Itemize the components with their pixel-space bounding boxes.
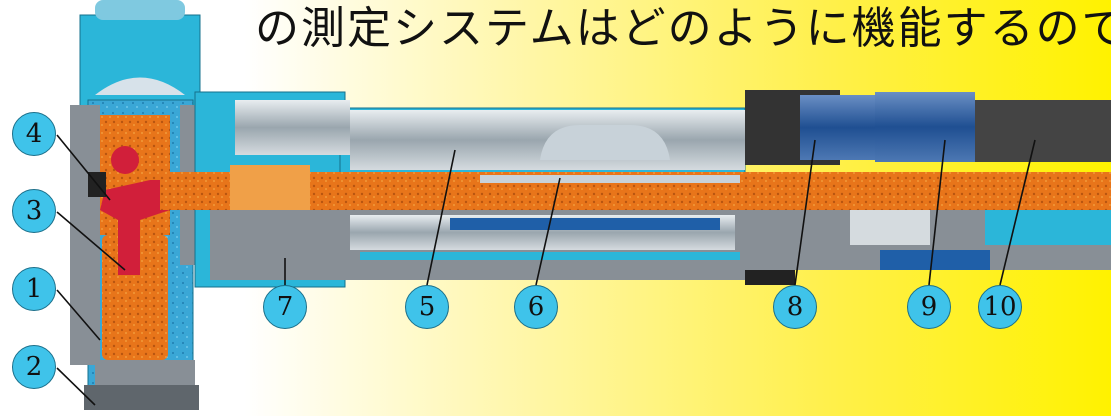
callout-3: 3 bbox=[12, 189, 56, 233]
right-assembly bbox=[745, 90, 1111, 285]
main-housing bbox=[194, 91, 750, 288]
callout-6: 6 bbox=[514, 285, 558, 329]
callout-1: 1 bbox=[12, 267, 56, 311]
callout-5: 5 bbox=[405, 285, 449, 329]
callout-4: 4 bbox=[12, 112, 56, 156]
callout-2: 2 bbox=[12, 345, 56, 389]
callout-8: 8 bbox=[773, 285, 817, 329]
measuring-rod bbox=[160, 165, 1111, 210]
leader-lines bbox=[56, 134, 1036, 406]
diagram-title: の測定システムはどのように機能するので bbox=[255, 3, 1111, 54]
callout-9: 9 bbox=[907, 285, 951, 329]
callout-7: 7 bbox=[263, 285, 307, 329]
vertical-housing bbox=[70, 0, 202, 410]
callout-10: 10 bbox=[978, 285, 1022, 329]
